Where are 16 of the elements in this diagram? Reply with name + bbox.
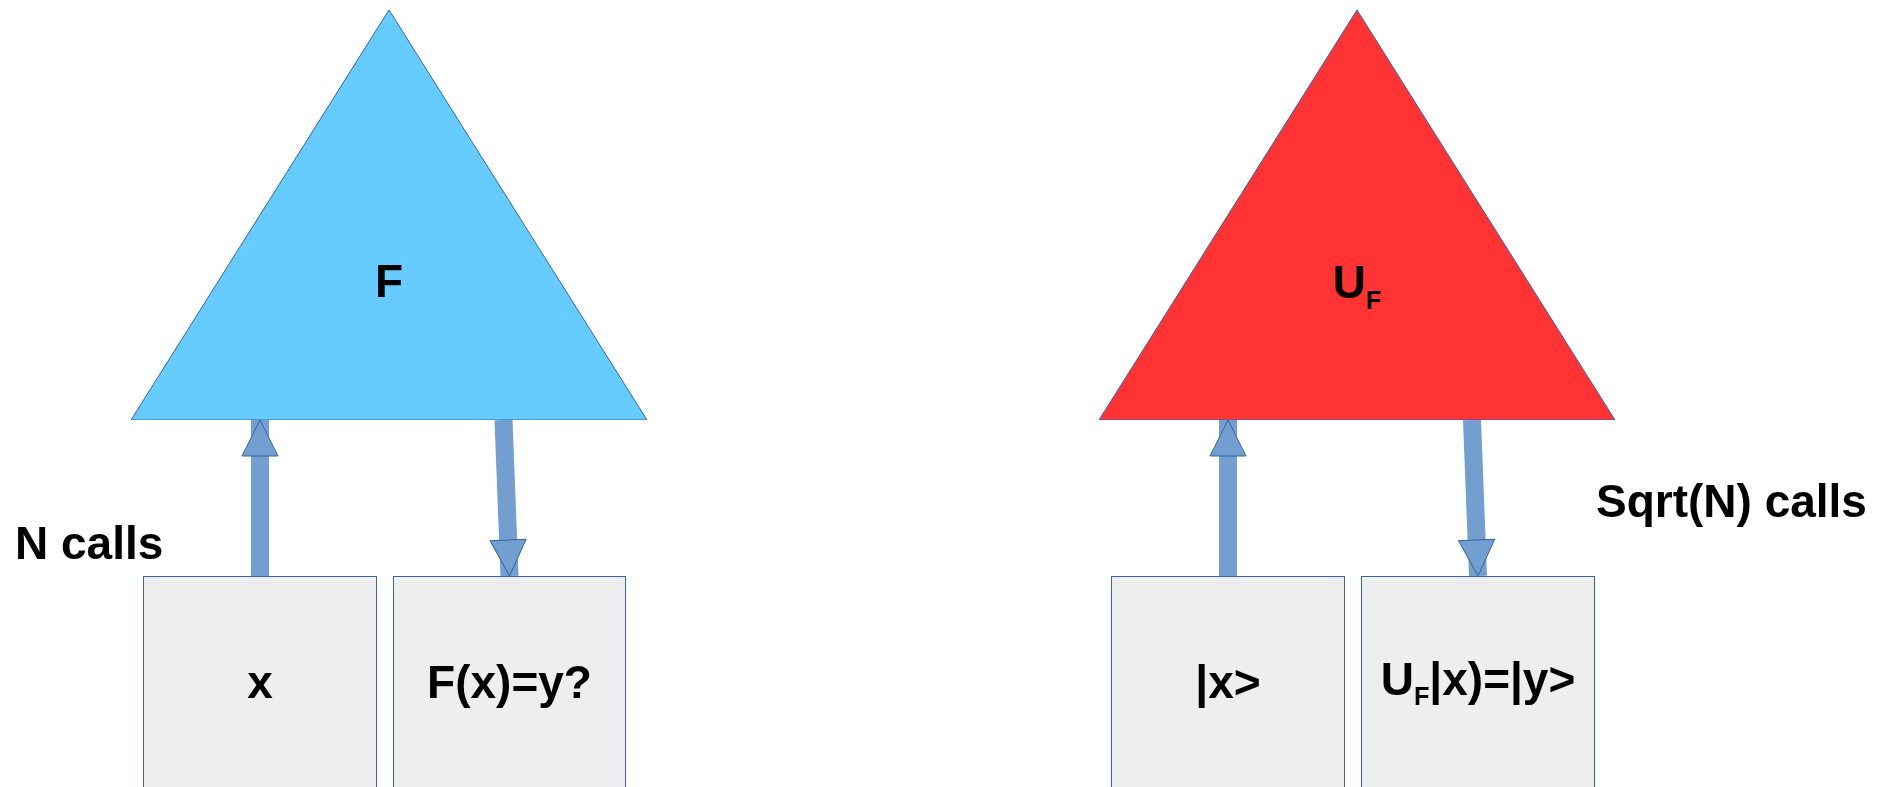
call-count-label: Sqrt(N) calls xyxy=(1596,474,1867,528)
value-panel xyxy=(1111,576,1345,787)
call-count-label: N calls xyxy=(15,516,164,570)
value-panel xyxy=(1361,576,1595,787)
value-text: U$_{F}$|x)=|y> xyxy=(1380,652,1576,712)
function-label: F xyxy=(374,253,404,308)
value-panel xyxy=(143,576,377,787)
block-arrow xyxy=(241,419,279,576)
value-text: x xyxy=(247,655,273,709)
value-panel xyxy=(393,576,626,787)
block-arrow xyxy=(489,419,527,577)
function-label: U$_{F}$ xyxy=(1332,255,1382,315)
block-arrow xyxy=(1458,419,1496,577)
value-text: F(x)=y? xyxy=(427,655,592,709)
block-arrow xyxy=(1209,419,1247,576)
value-text: |x> xyxy=(1195,655,1261,709)
